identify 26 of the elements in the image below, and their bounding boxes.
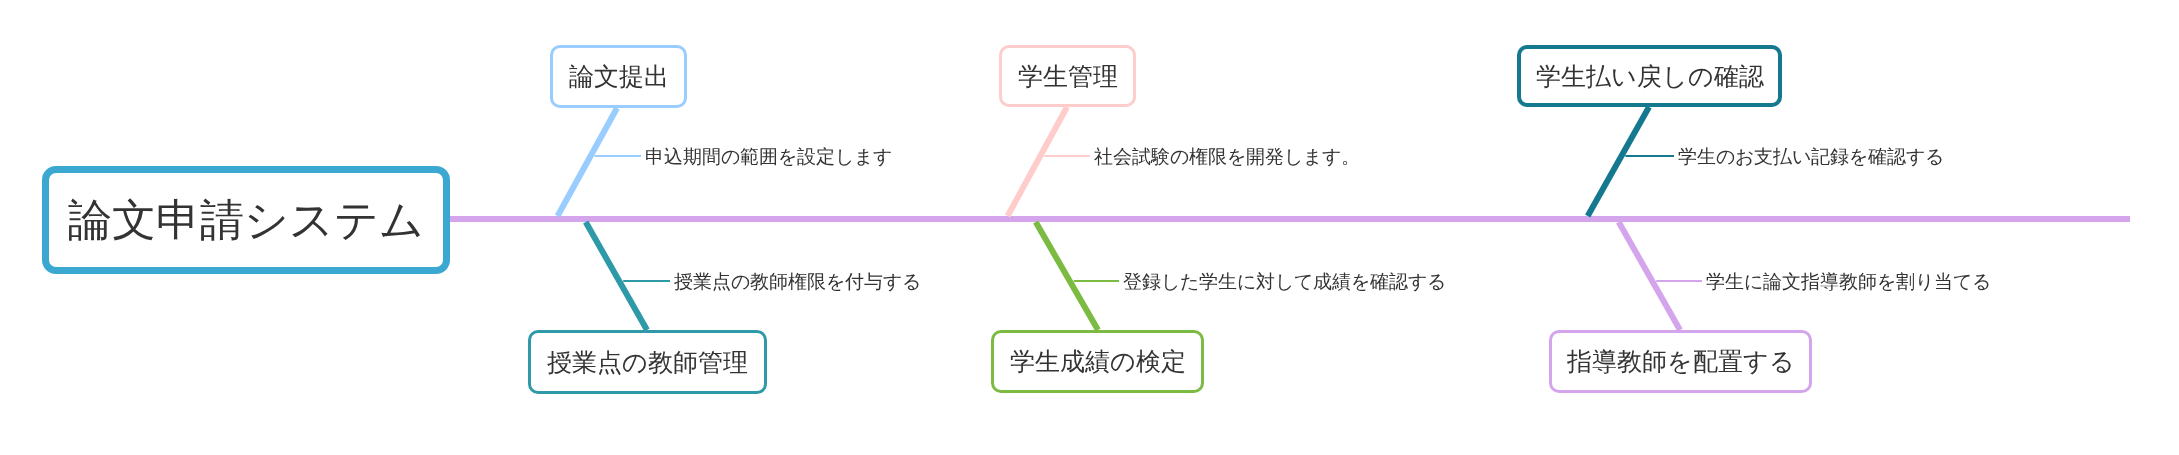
branch-line bbox=[554, 106, 620, 218]
connector-line bbox=[1072, 280, 1120, 282]
spine-line bbox=[450, 216, 2130, 222]
branch-line bbox=[583, 220, 650, 332]
topic-box: 指導教師を配置する bbox=[1549, 330, 1812, 393]
topic-box: 授業点の教師管理 bbox=[528, 330, 767, 394]
connector-line bbox=[1043, 155, 1091, 157]
branch-line bbox=[1033, 220, 1101, 332]
branch-line bbox=[1616, 220, 1683, 332]
branch-line bbox=[1004, 105, 1070, 218]
subtopic-text: 申込期間の範囲を設定します bbox=[641, 144, 892, 168]
connector-line bbox=[593, 155, 642, 157]
topic-box: 学生払い戻しの確認 bbox=[1517, 45, 1782, 107]
topic-box: 論文提出 bbox=[550, 45, 687, 108]
branch-line bbox=[1585, 105, 1652, 218]
subtopic-text: 授業点の教師権限を付与する bbox=[670, 269, 921, 293]
connector-line bbox=[1624, 155, 1675, 157]
subtopic-text: 学生のお支払い記録を確認する bbox=[1674, 144, 1944, 168]
subtopic-text: 登録した学生に対して成績を確認する bbox=[1119, 269, 1446, 293]
connector-line bbox=[1655, 280, 1703, 282]
topic-box: 学生管理 bbox=[999, 45, 1136, 107]
topic-box: 学生成績の検定 bbox=[991, 330, 1204, 393]
connector-line bbox=[622, 280, 671, 282]
subtopic-text: 社会試験の権限を開発します。 bbox=[1090, 144, 1360, 168]
central-topic-box: 論文申請システム bbox=[42, 166, 450, 274]
subtopic-text: 学生に論文指導教師を割り当てる bbox=[1702, 269, 1991, 293]
